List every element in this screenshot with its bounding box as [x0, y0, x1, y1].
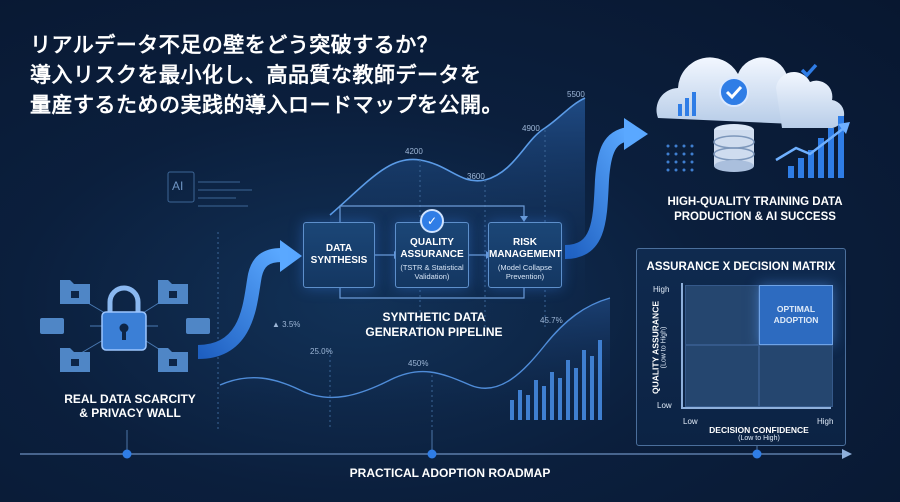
left-title-line-1: REAL DATA SCARCITY: [64, 392, 196, 406]
left-title-line-2: & PRIVACY WALL: [79, 406, 181, 420]
privacy-wall-illustration: [40, 280, 210, 372]
upper-wave-area: [330, 98, 585, 330]
optimal-line-1: OPTIMAL: [776, 304, 816, 314]
value-45-7-percent: 45.7%: [540, 316, 563, 325]
data-synthesis-box: DATA SYNTHESIS: [303, 222, 375, 288]
success-title: HIGH-QUALITY TRAINING DATA PRODUCTION & …: [632, 195, 878, 225]
cloud-success-illustration: [656, 57, 850, 178]
matrix-title: ASSURANCE x DECISION MATRIX: [646, 261, 836, 273]
ai-chip-label: AI: [172, 179, 184, 193]
matrix-cell-optimal: OPTIMAL ADOPTION: [759, 285, 833, 345]
risk-management-sub-2: Prevention): [505, 272, 545, 281]
risk-management-title-2: MANAGEMENT: [489, 249, 562, 260]
y-axis-high: High: [653, 285, 670, 294]
value-4900: 4900: [522, 124, 540, 133]
lower-wave-line: [219, 297, 611, 398]
success-title-line-2: PRODUCTION & AI SUCCESS: [674, 211, 836, 223]
value-450-percent: 450%: [408, 359, 429, 368]
matrix-cell-top-left: [685, 285, 759, 345]
x-axis-low: Low: [683, 417, 698, 426]
pipeline-caption-line-1: SYNTHETIC DATA: [382, 310, 486, 324]
database-icon: [713, 124, 755, 172]
headline: リアルデータ不足の壁をどう突破するか？ 導入リスクを最小化し、高品質な教師データ…: [30, 30, 590, 120]
pipeline-connectors: [339, 205, 525, 299]
optimal-line-2: ADOPTION: [773, 315, 819, 325]
roadmap-node-2: [427, 449, 437, 459]
matrix-axes: [681, 283, 683, 409]
risk-management-sub-1: (Model Collapse: [497, 263, 553, 272]
data-synthesis-title-1: DATA: [325, 243, 353, 254]
value-4200: 4200: [405, 147, 423, 156]
trend-line-icon: [775, 127, 845, 162]
roadmap-node-1: [122, 449, 132, 459]
risk-management-box: RISK MANAGEMENT (Model Collapse Preventi…: [488, 222, 562, 288]
left-title: REAL DATA SCARCITY & PRIVACY WALL: [40, 392, 220, 420]
value-25-percent: 25.0%: [310, 347, 333, 356]
flow-arrow-left: [197, 248, 283, 359]
value-3600: 3600: [467, 172, 485, 181]
headline-line-1: リアルデータ不足の壁をどう突破するか？: [30, 33, 439, 57]
x-axis-label: DECISION CONFIDENCE (Low to High): [687, 425, 831, 442]
growth-bar-chart-icon: [788, 116, 844, 178]
pipeline-caption: SYNTHETIC DATA GENERATION PIPELINE: [342, 310, 526, 340]
y-axis-title: QUALITY ASSURANCE: [650, 300, 661, 395]
ai-chip-frame: [167, 171, 195, 203]
roadmap-label: PRACTICAL ADOPTION ROADMAP: [349, 466, 551, 480]
x-axis-high: High: [817, 417, 834, 426]
matrix-cell-bottom-right: [759, 345, 833, 407]
y-axis-label: QUALITY ASSURANCE (Low to High): [651, 288, 668, 408]
pipeline-caption-line-2: GENERATION PIPELINE: [365, 325, 503, 339]
bar-cluster-bottom: [510, 340, 602, 420]
y-axis-sub: (Low to High): [660, 326, 668, 369]
dot-grid: [666, 144, 694, 172]
headline-line-3: 量産するための実践的導入ロードマップを公開。: [30, 93, 503, 117]
data-synthesis-title-2: SYNTHESIS: [310, 255, 368, 266]
ai-chip-lines: [198, 181, 252, 207]
x-axis-title: DECISION CONFIDENCE: [709, 425, 809, 435]
quality-check-badge: ✓: [420, 209, 444, 233]
cloud-icon: [656, 57, 845, 129]
roadmap-node-3: [752, 449, 762, 459]
lower-wave-area: [220, 298, 610, 430]
flow-arrow-right: [564, 127, 630, 259]
quality-assurance-title-1: QUALITY: [410, 237, 454, 248]
decision-matrix: ASSURANCE x DECISION MATRIX High Low QUA…: [636, 248, 846, 446]
quality-assurance-title-2: ASSURANCE: [400, 249, 464, 260]
y-axis-low: Low: [657, 401, 672, 410]
padlock-icon: [101, 285, 147, 351]
value-3-5-percent: ▲ 3.5%: [272, 320, 301, 329]
check-circle-icon: [719, 77, 749, 107]
headline-line-2: 導入リスクを最小化し、高品質な教師データを: [30, 63, 482, 87]
success-title-line-1: HIGH-QUALITY TRAINING DATA: [667, 196, 843, 208]
quality-assurance-sub-2: Validation): [414, 272, 450, 281]
quality-assurance-box: QUALITY ASSURANCE (TSTR & Statistical Va…: [395, 222, 469, 288]
matrix-cell-bottom-left: [685, 345, 759, 407]
x-axis-sub: (Low to High): [738, 435, 780, 442]
small-bar-chart-icon: [678, 92, 696, 116]
value-5500: 5500: [567, 90, 585, 99]
quality-assurance-sub-1: (TSTR & Statistical: [400, 263, 464, 272]
risk-management-title-1: RISK: [513, 237, 537, 248]
